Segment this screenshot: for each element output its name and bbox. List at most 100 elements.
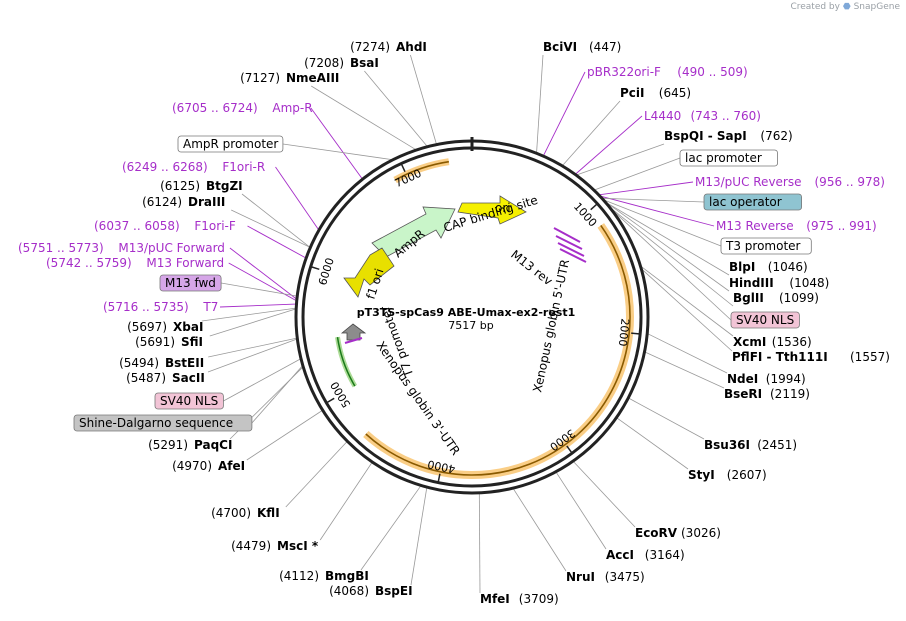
enzyme-leader-line — [513, 488, 567, 572]
enzyme-leader-line — [628, 398, 705, 440]
primer-m13-puc-forward[interactable]: (5751 .. 5773)M13/pUC Forward — [18, 241, 225, 255]
utr3-arc — [336, 337, 356, 387]
enzyme-position: (5291) — [148, 438, 188, 452]
primer-m13-reverse[interactable]: M13 Reverse(975 .. 991) — [716, 219, 877, 233]
enzyme-name: PciI — [620, 86, 645, 100]
enzyme-leader-line — [645, 351, 725, 389]
enzyme-site-bmgbi[interactable]: (4112)BmgBI — [279, 569, 369, 583]
ori-arrow — [457, 195, 527, 225]
enzyme-site-bspqi-sapi[interactable]: BspQI - SapI(762) — [664, 129, 793, 143]
enzyme-leader-line — [642, 269, 733, 352]
primer-range: (743 .. 760) — [691, 109, 761, 123]
primer-name: pBR322ori-F — [587, 65, 661, 79]
enzyme-position: (447) — [589, 40, 621, 54]
enzyme-leader-line — [612, 209, 734, 307]
enzyme-leader-line — [410, 54, 437, 144]
enzyme-site-sfii[interactable]: (5691)SfiI — [135, 335, 203, 349]
brand-text: SnapGene — [853, 2, 900, 12]
feature-box-label: lac promoter — [685, 151, 762, 165]
enzyme-name: BglII — [733, 291, 764, 305]
enzyme-site-ahdi[interactable]: (7274)AhdI — [350, 40, 427, 54]
enzyme-site-xcmi[interactable]: XcmI (1536) — [733, 335, 812, 349]
credit-text: Created by — [790, 2, 840, 12]
primer-name: M13/pUC Reverse — [695, 175, 802, 189]
feature-box — [703, 193, 802, 211]
primer-leader-line — [229, 247, 297, 300]
enzyme-site-bsu36i[interactable]: Bsu36I(2451) — [704, 438, 797, 452]
enzyme-site-mfei[interactable]: MfeI(3709) — [480, 592, 559, 606]
enzyme-site-bseri[interactable]: BseRI(2119) — [724, 387, 810, 401]
enzyme-leader-line — [209, 308, 296, 337]
primer-name: Amp-R — [272, 101, 312, 115]
enzyme-position: (7208) — [304, 56, 344, 70]
enzyme-position: (1536) — [772, 335, 812, 349]
primer-leader-line — [310, 107, 363, 179]
enzyme-site-nmeaiii[interactable]: (7127)NmeAIII — [240, 71, 339, 85]
tick-mark-4000 — [437, 473, 441, 483]
primer-l4440[interactable]: L4440(743 .. 760) — [644, 109, 761, 123]
enzyme-name: HindIII — [729, 276, 774, 290]
primer-m13-forward[interactable]: (5742 .. 5759)M13 Forward — [46, 256, 224, 270]
enzyme-site-kfli[interactable]: (4700)KflI — [211, 506, 280, 520]
primer-leader-line — [275, 166, 319, 230]
enzyme-site-paqci[interactable]: (5291)PaqCI — [148, 438, 232, 452]
enzyme-site-hindiii[interactable]: HindIII(1048) — [729, 276, 829, 290]
feature-leader-line — [614, 211, 732, 321]
enzyme-name: SfiI — [181, 335, 203, 349]
enzyme-site-bsai[interactable]: (7208)BsaI — [304, 56, 379, 70]
feature-lac-operator[interactable]: lac operator — [703, 193, 802, 211]
primer-t7[interactable]: (5716 .. 5735)T7 — [103, 300, 218, 314]
enzyme-site-btgzi[interactable]: (6125)BtgZI — [160, 179, 243, 193]
primer-name: M13 Forward — [146, 256, 224, 270]
enzyme-site-pcii[interactable]: PciI (645) — [620, 86, 691, 100]
enzyme-site-ecorv[interactable]: EcoRV(3026) — [635, 526, 721, 540]
enzyme-site-nrui[interactable]: NruI(3475) — [566, 570, 645, 584]
primer-range: (6705 .. 6724) — [172, 101, 258, 115]
enzyme-leader-line — [556, 472, 607, 550]
enzyme-site-xbai[interactable]: (5697)XbaI — [127, 320, 203, 334]
enzyme-position: (3026) — [681, 526, 721, 540]
enzyme-name: XcmI — [733, 335, 766, 349]
enzyme-position: (762) — [760, 129, 792, 143]
enzyme-site-blpi[interactable]: BlpI(1046) — [729, 260, 808, 274]
enzyme-site-acci[interactable]: AccI(3164) — [606, 548, 685, 562]
enzyme-site-bglii[interactable]: BglII(1099) — [733, 291, 819, 305]
primer-f1ori-r[interactable]: (6249 .. 6268)F1ori-R — [122, 160, 265, 174]
primer-amp-r[interactable]: (6705 .. 6724) Amp-R — [172, 101, 313, 115]
enzyme-site-pflfi-tth111i[interactable]: PflFI - Tth111I(1557) — [732, 350, 890, 364]
feature-box — [730, 311, 800, 329]
feature-sv40-nls[interactable]: SV40 NLS — [154, 392, 224, 410]
primer-name: M13/pUC Forward — [118, 241, 225, 255]
feature-m13-fwd[interactable]: M13 fwd — [159, 274, 222, 292]
enzyme-position: (645) — [659, 86, 691, 100]
enzyme-site-styi[interactable]: StyI(2607) — [688, 468, 767, 482]
primer-f1ori-f[interactable]: (6037 .. 6058)F1ori-F — [94, 219, 236, 233]
primer-range: (6249 .. 6268) — [122, 160, 208, 174]
primer-range: (6037 .. 6058) — [94, 219, 180, 233]
enzyme-site-afei[interactable]: (4970)AfeI — [172, 459, 245, 473]
feature-t3-promoter[interactable]: T3 promoter — [720, 237, 812, 255]
feature-box-label: lac operator — [709, 195, 782, 209]
feature-sv40-nls[interactable]: SV40 NLS — [730, 311, 800, 329]
enzyme-site-bcivi[interactable]: BciVI(447) — [543, 40, 621, 54]
feature-box-label: SV40 NLS — [160, 394, 218, 408]
feature-box — [177, 135, 284, 153]
enzyme-site-ndei[interactable]: NdeI(1994) — [727, 372, 806, 386]
feature-ampr-promoter[interactable]: AmpR promoter — [177, 135, 284, 153]
feature-lac-promoter[interactable]: lac promoter — [679, 149, 778, 167]
enzyme-site-msci-[interactable]: (4479)MscI * — [231, 539, 319, 553]
enzyme-site-bspei[interactable]: (4068)BspEI — [329, 584, 412, 598]
primer-pbr322ori-f[interactable]: pBR322ori-F(490 .. 509) — [587, 65, 748, 79]
enzyme-site-draiii[interactable]: (6124)DraIII — [142, 195, 225, 209]
enzyme-site-bsteii[interactable]: (5494)BstEII — [119, 356, 204, 370]
primer-leader-line — [247, 225, 306, 259]
tick-label-6000: 6000 — [316, 256, 337, 287]
enzyme-position: (5697) — [127, 320, 167, 334]
enzyme-name: StyI — [688, 468, 715, 482]
inner-label-ori: ori — [495, 201, 511, 215]
enzyme-site-sacii[interactable]: (5487)SacII — [126, 371, 205, 385]
feature-shine-dalgarno-sequence[interactable]: Shine-Dalgarno sequence — [73, 414, 253, 432]
enzyme-leader-line — [364, 70, 428, 147]
primer-m13-puc-reverse[interactable]: M13/pUC Reverse(956 .. 978) — [695, 175, 885, 189]
